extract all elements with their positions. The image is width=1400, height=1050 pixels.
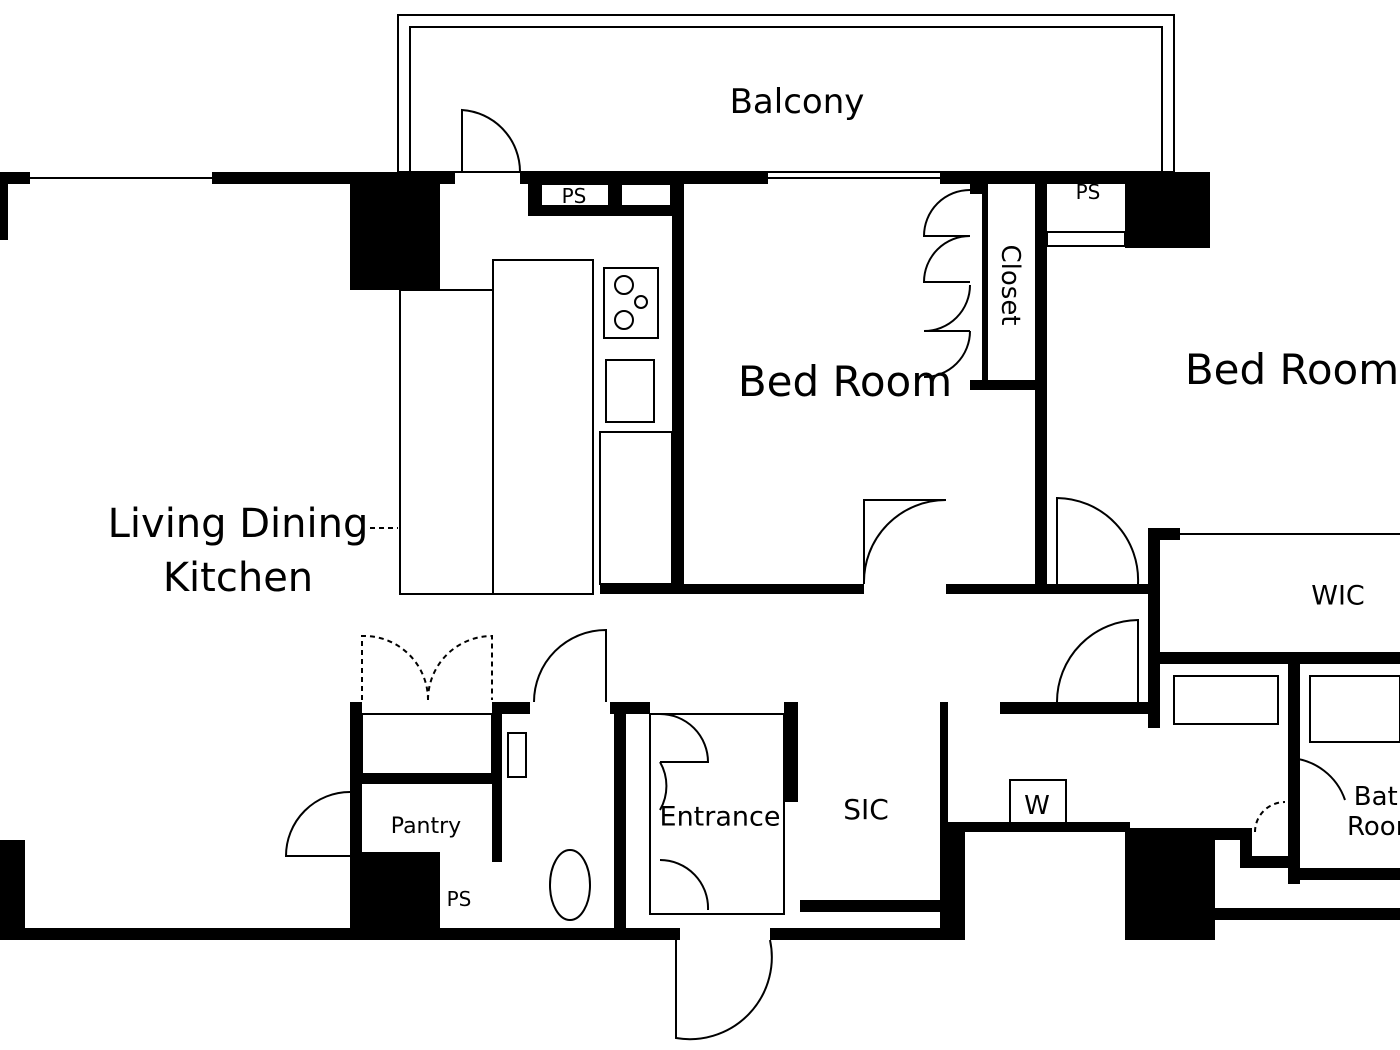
- outline: [620, 183, 672, 207]
- room-label-living-dining: Living Dining: [107, 501, 369, 547]
- wall-segment: [614, 702, 626, 932]
- wall-segment: [600, 584, 864, 594]
- wall-segment: [350, 774, 495, 784]
- room-label-sic: SIC: [843, 793, 889, 826]
- door-swing: [659, 713, 710, 763]
- stove-burner: [634, 295, 648, 309]
- room-label-closet: Closet: [995, 244, 1025, 326]
- wall-segment: [946, 584, 1160, 594]
- outline: [540, 183, 610, 207]
- door-swing: [922, 235, 971, 283]
- door-swing: [1056, 496, 1140, 585]
- folding-door: [427, 634, 493, 701]
- wall-segment: [800, 900, 940, 912]
- outline: [603, 267, 659, 339]
- walls: [0, 172, 1400, 940]
- outline: [1173, 675, 1279, 725]
- wall-segment: [0, 928, 680, 940]
- wall-segment: [940, 822, 965, 932]
- door-swing: [862, 499, 947, 585]
- room-label-bedroom-2: Bed Room: [1184, 345, 1400, 394]
- wall-segment: [1288, 664, 1300, 884]
- wall-segment: [1125, 828, 1215, 940]
- wall-segment: [970, 184, 982, 194]
- outline: [492, 259, 594, 595]
- wall-segment: [970, 380, 1035, 390]
- door-swing: [461, 108, 522, 173]
- folding-door: [361, 634, 429, 701]
- door-swing: [922, 189, 971, 237]
- wall-segment: [1252, 856, 1288, 868]
- outline: [1046, 231, 1126, 247]
- door-swing: [659, 761, 668, 811]
- wall-segment: [1035, 184, 1047, 584]
- room-label-balcony: Balcony: [729, 82, 865, 122]
- outline: [361, 713, 493, 775]
- wall-segment: [1160, 652, 1400, 664]
- outline: [1009, 779, 1067, 825]
- wall-segment: [982, 184, 988, 380]
- outline: [599, 431, 673, 585]
- wall-segment: [1125, 184, 1210, 248]
- door-swing: [675, 928, 773, 1041]
- room-label-wic: WIC: [1311, 580, 1365, 612]
- wall-segment: [940, 822, 1130, 832]
- wall-segment: [940, 702, 948, 822]
- wall-segment: [1138, 584, 1150, 594]
- door-swing: [1056, 618, 1139, 703]
- outline: [649, 713, 785, 915]
- outline: [507, 732, 527, 778]
- wall-segment: [672, 184, 684, 594]
- ps-label: PS: [446, 887, 472, 911]
- door-swing: [533, 628, 607, 703]
- room-label-bath-room: Room: [1346, 812, 1400, 842]
- wall-segment: [350, 852, 440, 930]
- wall-segment: [0, 172, 8, 240]
- ps-label: PS: [382, 250, 408, 274]
- wall-segment: [610, 184, 620, 212]
- outline: [399, 289, 494, 595]
- wall-segment: [0, 840, 25, 930]
- wall-segment: [1148, 528, 1160, 728]
- room-label-kitchen: Kitchen: [162, 555, 314, 601]
- stove-burner: [614, 310, 634, 330]
- wall-segment: [528, 206, 673, 216]
- wall-segment: [784, 702, 798, 802]
- wall-segment: [1288, 868, 1400, 880]
- wall-segment: [770, 928, 965, 940]
- room-label-washer: W: [1024, 791, 1050, 821]
- stove-burner: [614, 275, 634, 295]
- room-label-entrance: Entrance: [659, 801, 781, 833]
- folding-door: [1254, 801, 1286, 833]
- wall-segment: [1215, 908, 1400, 920]
- room-label-bedroom-1: Bed Room: [737, 357, 953, 406]
- room-label-bath: Bath: [1353, 782, 1400, 812]
- wall-segment: [1000, 702, 1148, 714]
- outline: [1309, 675, 1400, 743]
- door-swing: [284, 791, 351, 857]
- door-swing: [659, 858, 710, 911]
- wall-segment: [350, 172, 440, 290]
- fixtures: [30, 14, 1400, 1041]
- ps-label: PS: [561, 184, 587, 208]
- wall-segment: [940, 172, 1210, 184]
- door-swing: [1289, 757, 1346, 801]
- outline: [605, 359, 655, 423]
- door-swing: [923, 284, 971, 332]
- room-label-pantry: Pantry: [390, 814, 462, 839]
- wall-segment: [520, 172, 768, 184]
- wall-segment: [492, 702, 502, 862]
- ps-label: PS: [1075, 180, 1101, 204]
- toilet: [549, 849, 591, 921]
- door-swing: [923, 330, 971, 378]
- wall-segment: [1240, 828, 1252, 868]
- wall-segment: [500, 702, 530, 714]
- outline: [409, 26, 1163, 173]
- outline: [361, 243, 429, 281]
